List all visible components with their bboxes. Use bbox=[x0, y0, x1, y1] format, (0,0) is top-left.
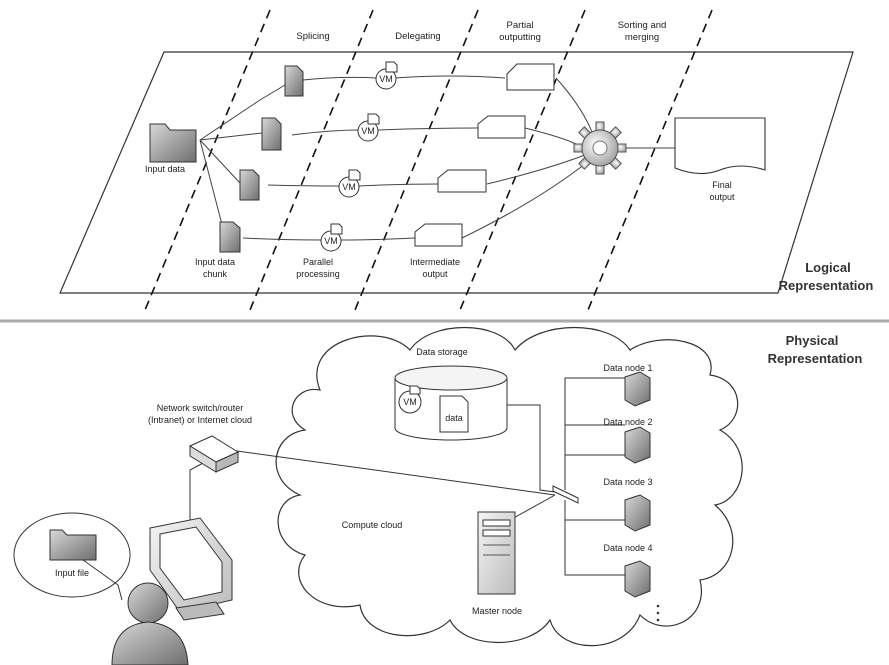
svg-text:VM: VM bbox=[379, 74, 393, 84]
final-output-document-icon bbox=[674, 117, 766, 175]
logical-title-line1: Logical bbox=[805, 260, 851, 275]
server-icon bbox=[624, 560, 651, 598]
data-node-2: Data node 2 bbox=[603, 417, 653, 464]
physical-representation: Physical Representation VM data Data sto… bbox=[13, 326, 863, 665]
data-node-3: Data node 3 bbox=[603, 477, 653, 532]
data-node-2-label: Data node 2 bbox=[603, 417, 652, 427]
parallel-processing-label-1: Parallel bbox=[303, 257, 333, 267]
stage-sorting: Sorting and bbox=[618, 20, 667, 31]
vm-nodes: VM VM VM VM bbox=[320, 61, 398, 252]
data-node-1: Data node 1 bbox=[603, 363, 653, 407]
folder-icon bbox=[49, 529, 97, 561]
compute-cloud-label: Compute cloud bbox=[342, 520, 403, 530]
computer-monitor-icon bbox=[149, 517, 233, 621]
data-storage-label: Data storage bbox=[416, 347, 468, 357]
svg-text:VM: VM bbox=[361, 126, 375, 136]
server-icon bbox=[624, 371, 651, 407]
switch-icon bbox=[552, 485, 579, 504]
data-node-4: Data node 4 bbox=[603, 543, 653, 598]
input-data-folder-icon bbox=[149, 123, 197, 163]
svg-text:VM: VM bbox=[342, 182, 356, 192]
intermediate-output-label-2: output bbox=[422, 269, 448, 279]
data-node-4-label: Data node 4 bbox=[603, 543, 652, 553]
intermediate-output-icon bbox=[414, 63, 555, 247]
stage-outputting: outputting bbox=[499, 32, 541, 43]
network-label-2: (Intranet) or Internet cloud bbox=[148, 415, 252, 425]
input-data-chunk-label-2: chunk bbox=[203, 269, 228, 279]
data-flow-lines bbox=[199, 75, 675, 241]
server-icon bbox=[624, 494, 651, 532]
physical-title-line1: Physical bbox=[786, 333, 839, 348]
physical-title-line2: Representation bbox=[768, 351, 863, 366]
parallel-processing-label-2: processing bbox=[296, 269, 340, 279]
master-node-label: Master node bbox=[472, 606, 522, 616]
data-chunk-icon bbox=[219, 65, 304, 253]
storage-vm-label: VM bbox=[403, 397, 417, 407]
master-node-server-icon bbox=[477, 511, 516, 595]
data-storage-cylinder-icon bbox=[394, 365, 508, 441]
stage-dividers bbox=[144, 9, 713, 311]
input-file-label: Input file bbox=[55, 568, 89, 578]
final-output-label-1: Final bbox=[712, 180, 732, 190]
storage-data-label: data bbox=[445, 413, 463, 423]
data-node-3-label: Data node 3 bbox=[603, 477, 652, 487]
stage-splicing: Splicing bbox=[296, 31, 329, 42]
input-data-label: Input data bbox=[145, 164, 185, 174]
server-icon bbox=[624, 426, 651, 464]
svg-text:VM: VM bbox=[324, 236, 338, 246]
logical-title-line2: Representation bbox=[779, 278, 874, 293]
stage-partial: Partial bbox=[507, 20, 534, 31]
more-nodes-ellipsis bbox=[656, 604, 660, 622]
final-output-label-2: output bbox=[709, 192, 735, 202]
logical-representation: Splicing Delegating Partial outputting S… bbox=[59, 9, 874, 311]
stage-delegating: Delegating bbox=[395, 31, 440, 42]
user-avatar-icon bbox=[111, 582, 189, 665]
router-icon bbox=[188, 435, 240, 473]
stage-merging: merging bbox=[625, 32, 659, 43]
network-links bbox=[189, 377, 625, 576]
vm-icon: VM bbox=[357, 113, 380, 142]
intermediate-output-label-1: Intermediate bbox=[410, 257, 460, 267]
compute-cloud-shape bbox=[275, 326, 743, 647]
input-data-chunk-label-1: Input data bbox=[195, 257, 235, 267]
vm-icon: VM bbox=[320, 223, 343, 252]
data-node-1-label: Data node 1 bbox=[603, 363, 652, 373]
gear-icon bbox=[573, 121, 627, 175]
vm-icon: VM bbox=[375, 61, 398, 90]
network-label-1: Network switch/router bbox=[157, 403, 244, 413]
vm-icon: VM bbox=[338, 169, 361, 198]
